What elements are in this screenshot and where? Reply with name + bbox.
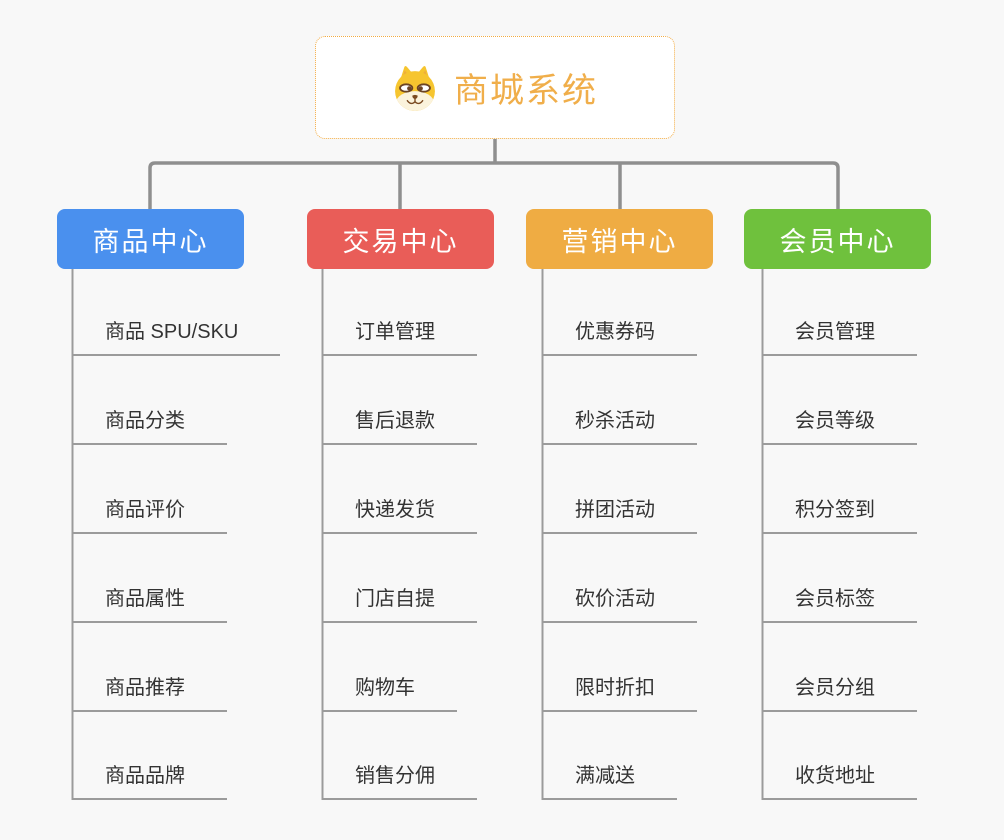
leaf-node[interactable]: 商品评价 xyxy=(72,488,227,534)
root-title: 商城系统 xyxy=(454,72,598,110)
branch-label: 营销中心 xyxy=(561,226,678,257)
branch-node-marketing-center[interactable]: 营销中心 xyxy=(526,209,713,269)
leaf-node[interactable]: 砍价活动 xyxy=(542,577,697,623)
leaf-node[interactable]: 满减送 xyxy=(542,754,677,800)
leaf-node[interactable]: 订单管理 xyxy=(322,310,477,356)
leaf-node[interactable]: 门店自提 xyxy=(322,577,477,623)
branch-node-member-center[interactable]: 会员中心 xyxy=(744,209,931,269)
leaf-node[interactable]: 收货地址 xyxy=(762,754,917,800)
leaf-node[interactable]: 售后退款 xyxy=(322,399,477,445)
leaf-node[interactable]: 积分签到 xyxy=(762,488,917,534)
branch-node-trade-center[interactable]: 交易中心 xyxy=(307,209,494,269)
leaf-node[interactable]: 商品 SPU/SKU xyxy=(72,310,281,356)
branch-label: 商品中心 xyxy=(92,226,209,257)
leaf-node[interactable]: 商品品牌 xyxy=(72,754,227,800)
leaf-node[interactable]: 销售分佣 xyxy=(322,754,477,800)
doge-icon xyxy=(392,64,438,112)
leaf-node[interactable]: 商品属性 xyxy=(72,577,227,623)
leaf-node[interactable]: 商品分类 xyxy=(72,399,227,445)
leaf-node[interactable]: 拼团活动 xyxy=(542,488,697,534)
leaf-node[interactable]: 秒杀活动 xyxy=(542,399,697,445)
branch-node-product-center[interactable]: 商品中心 xyxy=(57,209,244,269)
leaf-node[interactable]: 会员管理 xyxy=(762,310,917,356)
branch-label: 交易中心 xyxy=(342,226,459,257)
leaf-node[interactable]: 购物车 xyxy=(322,666,457,712)
branch-label: 会员中心 xyxy=(779,226,896,257)
leaf-node[interactable]: 优惠券码 xyxy=(542,310,697,356)
leaf-node[interactable]: 商品推荐 xyxy=(72,666,227,712)
leaf-node[interactable]: 会员分组 xyxy=(762,666,917,712)
root-node[interactable]: 商城系统 xyxy=(315,36,675,139)
leaf-node[interactable]: 会员标签 xyxy=(762,577,917,623)
leaf-node[interactable]: 会员等级 xyxy=(762,399,917,445)
leaf-node[interactable]: 快递发货 xyxy=(322,488,477,534)
leaf-node[interactable]: 限时折扣 xyxy=(542,666,697,712)
